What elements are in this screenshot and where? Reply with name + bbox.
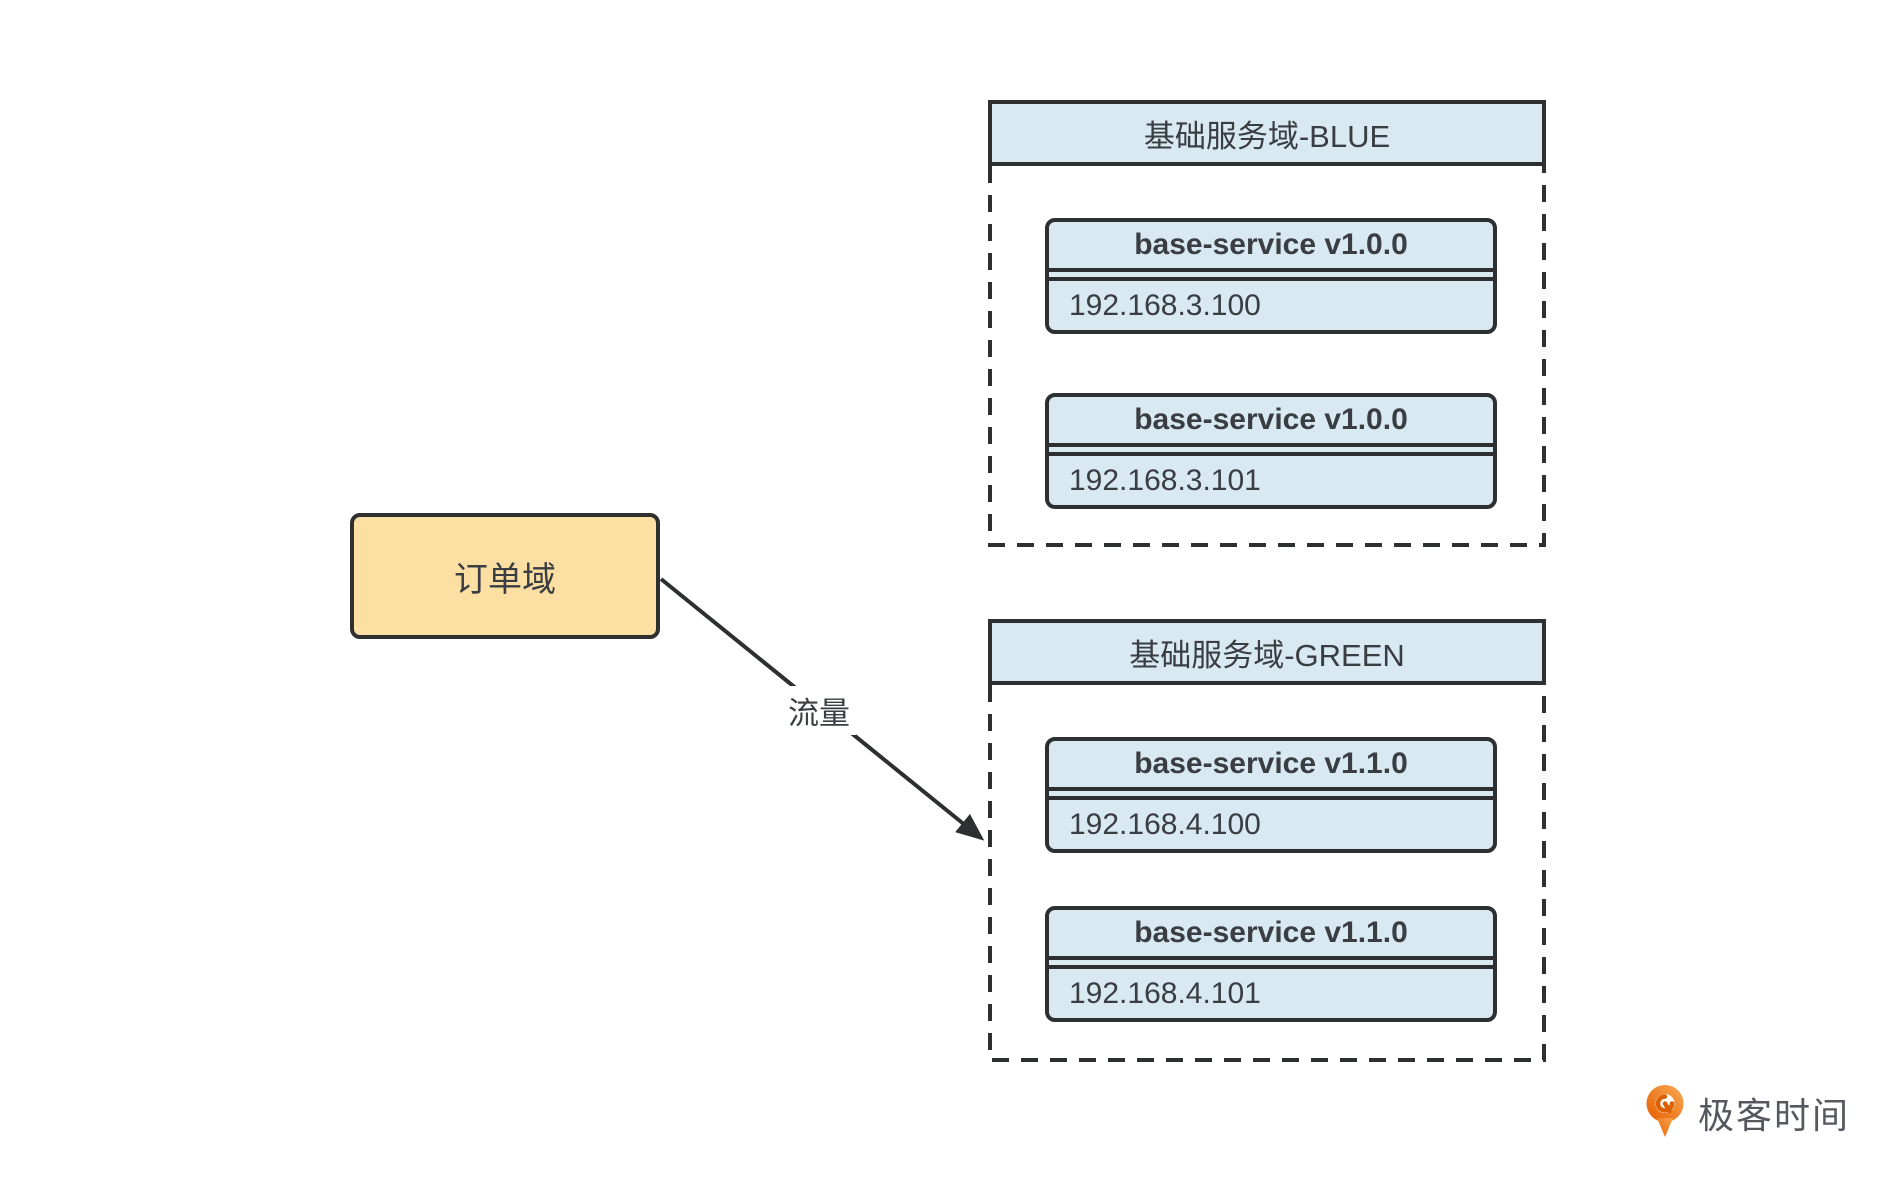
blue-domain-header: 基础服务域-BLUE [988,100,1546,166]
order-domain-label: 订单域 [454,560,556,599]
service-name: base-service v1.0.0 [1049,397,1493,447]
service-node-blue-1: base-service v1.0.0 192.168.3.100 [1045,218,1497,334]
service-ip: 192.168.3.101 [1049,452,1493,505]
service-ip: 192.168.4.101 [1049,965,1493,1018]
green-domain-title: 基础服务域-GREEN [1129,637,1405,673]
blue-domain-title: 基础服务域-BLUE [1143,118,1391,154]
service-name: base-service v1.1.0 [1049,741,1493,791]
service-node-green-1: base-service v1.1.0 192.168.4.100 [1045,737,1497,853]
order-domain-node: 订单域 [350,513,660,639]
service-node-blue-2: base-service v1.0.0 192.168.3.101 [1045,393,1497,509]
brand-logo: 极客时间 [1645,1084,1850,1142]
geektime-logo-text: 极客时间 [1698,1095,1851,1136]
traffic-arrow-label: 流量 [782,686,856,735]
service-name: base-service v1.1.0 [1049,910,1493,960]
geektime-logo-icon [1646,1085,1684,1137]
service-ip: 192.168.4.100 [1049,796,1493,849]
service-name: base-service v1.0.0 [1049,222,1493,272]
service-ip: 192.168.3.100 [1049,277,1493,330]
green-domain-header: 基础服务域-GREEN [988,619,1546,685]
service-node-green-2: base-service v1.1.0 192.168.4.101 [1045,906,1497,1022]
